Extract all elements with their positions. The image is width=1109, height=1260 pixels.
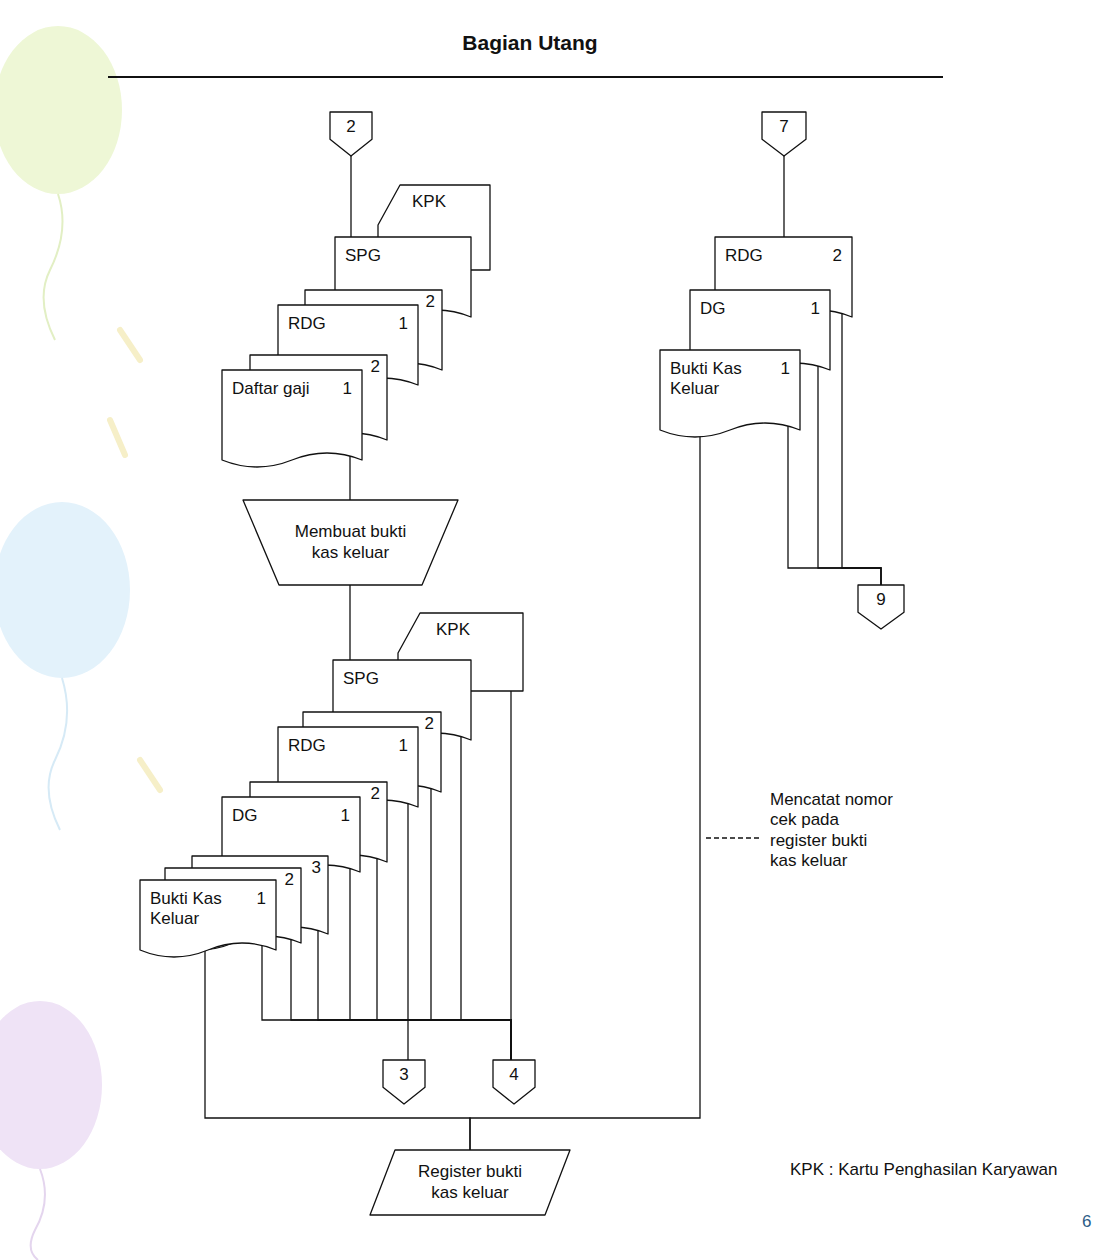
node-text: Membuat bukti kas keluar xyxy=(287,522,415,563)
copy-number: 2 xyxy=(426,292,435,312)
page-number: 6 xyxy=(1082,1212,1091,1232)
annotation-leader xyxy=(706,837,762,838)
flow-line xyxy=(818,366,881,586)
node-text: RDG xyxy=(288,736,326,756)
diagram-title: Bagian Utang xyxy=(330,30,730,55)
document-sheet: Bukti Kas Keluar 1 xyxy=(660,350,800,440)
node-text: KPK xyxy=(412,192,446,212)
balloon-string xyxy=(31,1169,45,1260)
document-sheet: Bukti Kas Keluar 1 xyxy=(140,880,276,960)
manual-operation: Membuat bukti kas keluar xyxy=(243,500,458,585)
copy-number: 2 xyxy=(346,117,355,137)
page-number-block: 6 xyxy=(1082,1212,1091,1232)
balloon-string xyxy=(44,194,63,340)
balloon-decoration xyxy=(0,26,160,1260)
flow-line xyxy=(377,858,511,1061)
copy-number: 1 xyxy=(257,889,266,909)
copy-number: 1 xyxy=(399,314,408,334)
node-text: SPG xyxy=(345,246,381,266)
copy-number: 9 xyxy=(876,590,885,610)
node-text: RDG xyxy=(725,246,763,266)
flow-line xyxy=(407,803,408,1061)
node-text: RDG xyxy=(288,314,326,334)
flow-line xyxy=(318,930,511,1061)
copy-number: 1 xyxy=(781,359,790,379)
flow-line xyxy=(788,426,881,586)
balloon-shape xyxy=(0,502,130,678)
flow-line xyxy=(350,868,511,1061)
copy-number: 4 xyxy=(509,1065,518,1085)
annotation-note: Mencatat nomor cek pada register bukti k… xyxy=(770,790,895,872)
flow-line xyxy=(461,736,511,1061)
offpage-connector: 2 xyxy=(330,112,372,156)
copy-number: 2 xyxy=(425,714,434,734)
balloon-string xyxy=(49,678,68,830)
abbreviation-note: KPK : Kartu Penghasilan Karyawan xyxy=(790,1160,1057,1180)
abbreviation-note-block: KPK : Kartu Penghasilan Karyawan xyxy=(790,1160,1057,1180)
copy-number: 2 xyxy=(371,784,380,804)
node-text: DG xyxy=(232,806,258,826)
node-text: Daftar gaji xyxy=(232,379,309,399)
balloon-shape xyxy=(0,26,122,194)
copy-number: 1 xyxy=(341,806,350,826)
title-block: Bagian Utang xyxy=(330,30,730,55)
copy-number: 1 xyxy=(399,736,408,756)
node-text: KPK xyxy=(436,620,470,640)
node-text: DG xyxy=(700,299,726,319)
flow-line xyxy=(349,456,350,501)
flow-line xyxy=(291,939,511,1061)
copy-number: 2 xyxy=(371,357,380,377)
document-sheet: Daftar gaji 1 xyxy=(222,370,362,470)
offpage-connector: 4 xyxy=(493,1060,535,1104)
flow-line xyxy=(510,677,511,1061)
annotation-note-block: Mencatat nomor cek pada register bukti k… xyxy=(770,790,895,872)
title-rule xyxy=(108,76,943,78)
flow-line xyxy=(470,426,700,1151)
offpage-connector: 3 xyxy=(383,1060,425,1104)
copy-number: 1 xyxy=(811,299,820,319)
flow-line xyxy=(205,946,470,1151)
offpage-connector: 9 xyxy=(858,585,904,629)
copy-number: 2 xyxy=(833,246,842,266)
offpage-connector: 7 xyxy=(762,112,806,156)
copy-number: 3 xyxy=(312,858,321,878)
copy-number: 2 xyxy=(285,870,294,890)
node-text: Bukti Kas Keluar xyxy=(670,359,760,400)
balloon-shape xyxy=(0,1001,102,1169)
copy-number: 3 xyxy=(399,1065,408,1085)
copy-number: 7 xyxy=(779,117,788,137)
flow-line xyxy=(262,946,511,1061)
flow-line xyxy=(842,313,881,586)
node-text: Bukti Kas Keluar xyxy=(150,889,240,930)
light-streak xyxy=(110,330,160,790)
register-file: Register bukti kas keluar xyxy=(370,1150,570,1215)
copy-number: 1 xyxy=(343,379,352,399)
node-text: SPG xyxy=(343,669,379,689)
node-text: Register bukti kas keluar xyxy=(409,1162,531,1203)
